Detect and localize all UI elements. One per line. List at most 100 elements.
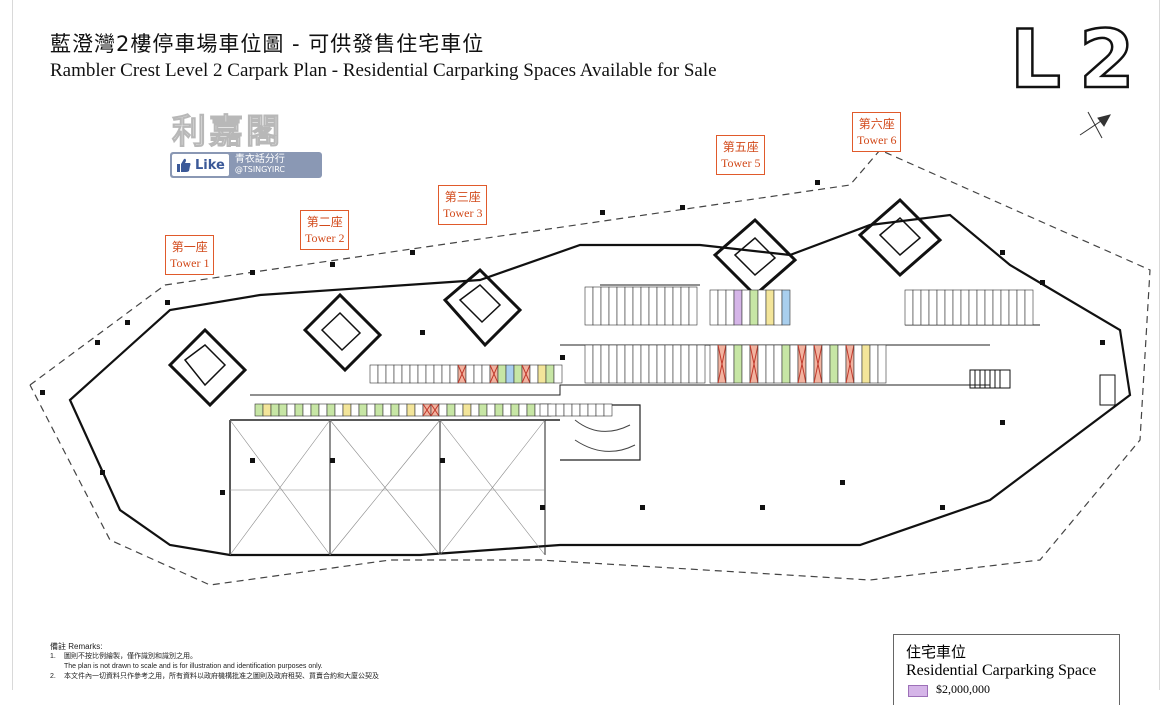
- parking-stall: [502, 403, 512, 417]
- parking-stall: [960, 289, 970, 326]
- parking-stall: [334, 403, 344, 417]
- parking-stall: [912, 289, 922, 326]
- parking-stall: [805, 344, 815, 384]
- parking-stall: [369, 364, 379, 384]
- parking-stall: [382, 403, 392, 417]
- parking-stall: [555, 403, 565, 417]
- parking-stall: [462, 403, 472, 417]
- parking-stall: [789, 344, 799, 384]
- staircase: [969, 369, 1116, 406]
- parking-stall: [595, 403, 605, 417]
- parking-stall: [616, 344, 626, 384]
- parking-stall: [326, 403, 336, 417]
- parking-stall: [680, 344, 690, 384]
- parking-stall: [294, 403, 304, 417]
- parking-stall: [600, 344, 610, 384]
- parking-stall: [529, 364, 539, 384]
- parking-stall: [409, 364, 419, 384]
- parking-stall: [624, 286, 634, 326]
- parking-stall: [584, 344, 594, 384]
- parking-stall: [733, 344, 743, 384]
- parking-stall: [853, 344, 863, 384]
- page-title-en: Rambler Crest Level 2 Carpark Plan - Res…: [50, 60, 717, 81]
- parking-stall: [446, 403, 456, 417]
- parking-stall: [672, 344, 682, 384]
- like-button[interactable]: Like: [172, 154, 229, 176]
- parking-stall: [254, 403, 264, 417]
- sold-cross: [797, 344, 807, 384]
- parking-stall: [632, 344, 642, 384]
- sold-cross: [489, 364, 499, 384]
- parking-stall: [920, 289, 930, 326]
- parking-stall: [454, 403, 464, 417]
- parking-stall: [603, 403, 613, 417]
- sold-cross: [813, 344, 823, 384]
- parking-stall: [992, 289, 1002, 326]
- parking-stall: [861, 344, 871, 384]
- parking-stall: [656, 286, 666, 326]
- parking-stall: [688, 344, 698, 384]
- parking-stall: [640, 286, 650, 326]
- parking-stall: [952, 289, 962, 326]
- remarks: 備註 Remarks: 1.圖則不按比例繪製，僅作識別和識別之用。 The pl…: [50, 642, 379, 682]
- level-badge: L2: [1009, 13, 1153, 106]
- parking-stall: [449, 364, 459, 384]
- parking-stall: [433, 364, 443, 384]
- sold-cross: [457, 364, 467, 384]
- parking-stall: [733, 289, 743, 326]
- parking-stall: [539, 403, 549, 417]
- parking-stall: [936, 289, 946, 326]
- parking-stall: [829, 344, 839, 384]
- parking-stall: [377, 364, 387, 384]
- parking-stall: [417, 364, 427, 384]
- parking-stall: [765, 344, 775, 384]
- parking-stall: [773, 344, 783, 384]
- parking-stall: [473, 364, 483, 384]
- parking-stall: [944, 289, 954, 326]
- parking-stall: [709, 289, 719, 326]
- parking-stall: [688, 286, 698, 326]
- parking-stall: [928, 289, 938, 326]
- parking-stall: [757, 289, 767, 326]
- thumbs-up-icon: [177, 158, 191, 172]
- branch-handle: @TSINGYIRC: [234, 165, 285, 174]
- parking-stall: [717, 289, 727, 326]
- sold-cross: [845, 344, 855, 384]
- carpark-floor-plan: [29, 111, 1151, 586]
- building-outline: [68, 213, 1132, 557]
- parking-stall: [526, 403, 536, 417]
- parking-stall: [664, 286, 674, 326]
- sold-cross: [749, 344, 759, 384]
- carpark-plan-page: 藍澄灣2樓停車場車位圖 - 可供發售住宅車位 Rambler Crest Lev…: [12, 0, 1160, 705]
- parking-stall: [478, 403, 488, 417]
- like-label: Like: [195, 157, 225, 173]
- parking-stall: [624, 344, 634, 384]
- remark-item: 1.圖則不按比例繪製，僅作識別和識別之用。: [50, 653, 197, 660]
- parking-rows: [254, 286, 1034, 417]
- parking-stall: [438, 403, 448, 417]
- parking-stall: [656, 344, 666, 384]
- tower-6-core: [857, 197, 943, 278]
- facebook-like-badge[interactable]: Like 青衣話分行 @TSINGYIRC: [170, 152, 322, 178]
- parking-stall: [600, 286, 610, 326]
- parking-stall: [366, 403, 376, 417]
- page-edge-left: [12, 0, 13, 690]
- parking-stall: [441, 364, 451, 384]
- parking-stall: [765, 289, 775, 326]
- parking-stall: [571, 403, 581, 417]
- parking-stall: [465, 364, 475, 384]
- parking-stall: [741, 289, 751, 326]
- parking-stall: [584, 286, 594, 326]
- sold-cross: [422, 403, 432, 417]
- parking-stall: [741, 344, 751, 384]
- parking-stall: [278, 403, 288, 417]
- legend-swatch: [908, 685, 928, 697]
- parking-stall: [425, 364, 435, 384]
- sold-cross: [717, 344, 727, 384]
- parking-stall: [547, 403, 557, 417]
- page-title-zh: 藍澄灣2樓停車場車位圖 - 可供發售住宅車位: [50, 32, 485, 56]
- parking-stall: [821, 344, 831, 384]
